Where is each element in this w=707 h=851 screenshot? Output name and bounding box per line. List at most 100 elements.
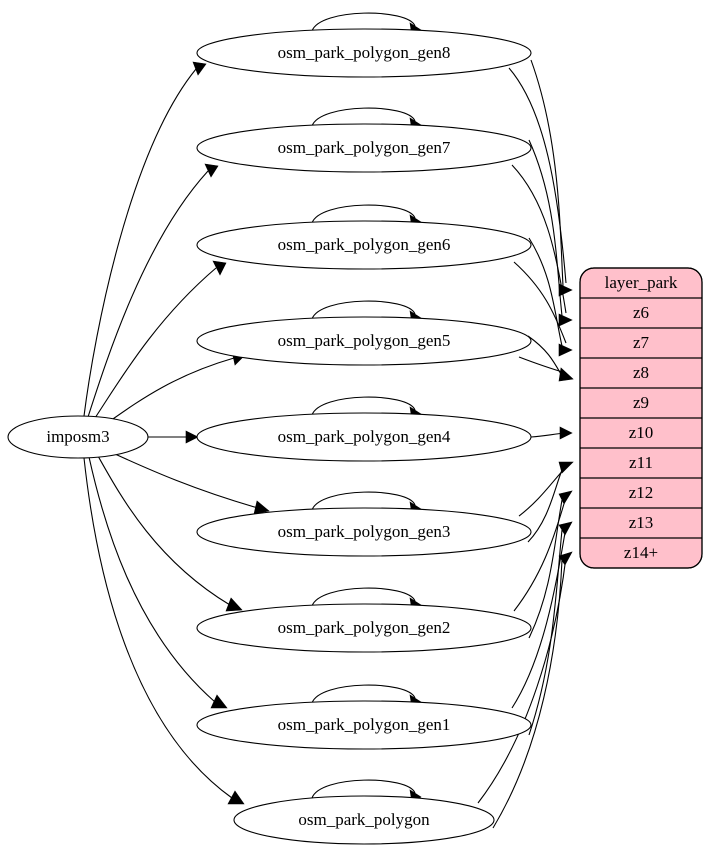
arrowhead-base [227,790,245,805]
edge-gen2-z12 [513,496,567,612]
layer-park-row-z8[interactable]: z8 [580,363,702,389]
node-imposm3-label: imposm3 [46,427,109,446]
edge-bundle-strand-6 [528,499,563,639]
node-gen6-label: osm_park_polygon_gen6 [278,235,451,254]
layer-park-row-z14plus[interactable]: z14+ [624,543,658,562]
edge-imposm3-gen2 [97,455,231,606]
arrowhead-z9 [558,367,574,382]
row-label-z11: z11 [629,453,653,472]
edge-imposm3-gen3 [114,453,259,509]
edge-bundle-strand-5 [527,469,563,543]
row-label-z8: z8 [633,363,649,382]
self-loop-base [311,779,416,799]
layer-park-outline [579,267,703,569]
node-gen7-label: osm_park_polygon_gen7 [278,138,451,157]
node-gen7[interactable]: osm_park_polygon_gen7 [196,123,532,173]
node-base-label: osm_park_polygon [298,810,430,829]
arrowhead-z10 [559,426,573,440]
row-label-z9: z9 [633,393,649,412]
edge-bundle-strand-2 [528,139,563,317]
layer-park-row-z7[interactable]: z7 [580,333,702,359]
layer-park-row-z6[interactable]: z6 [580,303,702,329]
edge-gen3-z11 [518,466,567,517]
node-gen2-shape[interactable] [196,603,532,653]
edge-gen6-z8 [513,261,567,344]
self-loop-gen3 [311,491,416,511]
node-gen7-shape[interactable] [196,123,532,173]
node-imposm3[interactable]: imposm3 [7,415,149,459]
layer-park-table[interactable]: layer_park z6 z7 z8 z9 z10 z11 z1 [579,267,703,569]
node-gen3-label: osm_park_polygon_gen3 [278,522,451,541]
self-loop-gen8 [311,12,416,32]
edge-bundle-strand-1 [530,59,564,287]
node-gen1[interactable]: osm_park_polygon_gen1 [196,700,532,750]
node-gen6[interactable]: osm_park_polygon_gen6 [196,220,532,270]
node-gen3-shape[interactable] [196,507,532,557]
arrowhead-z7 [558,313,573,327]
arrowhead-z11 [558,461,574,474]
row-label-z14plus: z14+ [624,543,658,562]
node-base-shape[interactable] [233,795,495,845]
row-label-z13: z13 [629,513,654,532]
layer-park-header-label: layer_park [605,273,678,292]
arrowhead-gen2 [225,597,243,612]
arrowhead-z12 [558,490,573,505]
self-loop-gen1 [311,684,416,704]
edge-gen7-z7 [511,164,567,314]
row-label-z6: z6 [633,303,649,322]
arrowhead-z8 [558,343,573,357]
edge-imposm3-gen5 [109,357,235,422]
node-gen5-shape[interactable] [196,316,532,366]
node-gen8-label: osm_park_polygon_gen8 [278,43,451,62]
layer-park-row-z12[interactable]: z12 [580,483,702,509]
node-gen1-label: osm_park_polygon_gen1 [278,715,451,734]
edge-group-nodes-to-table [477,59,574,829]
node-gen6-shape[interactable] [196,220,532,270]
arrowhead-z13 [558,521,573,536]
self-loop-gen4 [311,396,416,416]
node-gen8-shape[interactable] [196,28,532,78]
row-label-z7: z7 [633,333,650,352]
node-gen3[interactable]: osm_park_polygon_gen3 [196,507,532,557]
layer-park-row-z11[interactable]: z11 [580,453,702,479]
self-loop-gen6 [311,204,416,224]
node-group: imposm3 osm_park_polygon_gen8 osm_park_p… [7,28,532,845]
node-gen4[interactable]: osm_park_polygon_gen4 [196,412,532,462]
layer-park-row-z10[interactable]: z10 [580,423,702,449]
self-loop-gen7 [311,107,416,127]
node-gen5-label: osm_park_polygon_gen5 [278,331,451,350]
edge-bundle-strand-3 [528,237,563,347]
node-gen2-label: osm_park_polygon_gen2 [278,618,451,637]
arrowhead-gen1 [210,694,228,709]
edge-imposm3-base [83,457,233,799]
edge-imposm3-gen6 [94,267,217,419]
self-loop-gen2 [311,587,416,607]
arrowhead-gen8 [192,61,207,76]
arrowhead-gen7 [204,163,219,178]
edge-gen8-z6 [508,67,567,284]
node-base[interactable]: osm_park_polygon [233,795,495,845]
layer-park-row-z9[interactable]: z9 [580,393,702,419]
edge-gen1-z13 [511,526,567,709]
node-gen2[interactable]: osm_park_polygon_gen2 [196,603,532,653]
node-gen1-shape[interactable] [196,700,532,750]
node-gen8[interactable]: osm_park_polygon_gen8 [196,28,532,78]
edge-imposm3-gen7 [87,170,209,418]
layer-park-row-z13[interactable]: z13 [580,513,702,539]
edge-base-z14 [477,556,567,804]
arrowhead-gen4 [185,430,199,444]
layer-park-header-row[interactable]: layer_park [580,273,702,299]
node-gen5[interactable]: osm_park_polygon_gen5 [196,316,532,366]
node-imposm3-shape[interactable] [7,415,149,459]
edge-imposm3-gen8 [83,68,197,417]
edge-bundle-strand-8 [492,559,563,829]
node-gen4-shape[interactable] [196,412,532,462]
row-label-z12: z12 [629,483,654,502]
self-loop-gen5 [311,300,416,320]
edge-bundle-strand-7 [528,529,563,736]
arrowhead-gen6 [212,260,227,276]
node-gen4-label: osm_park_polygon_gen4 [278,427,451,446]
row-label-z10: z10 [629,423,654,442]
edge-imposm3-gen1 [88,456,216,703]
